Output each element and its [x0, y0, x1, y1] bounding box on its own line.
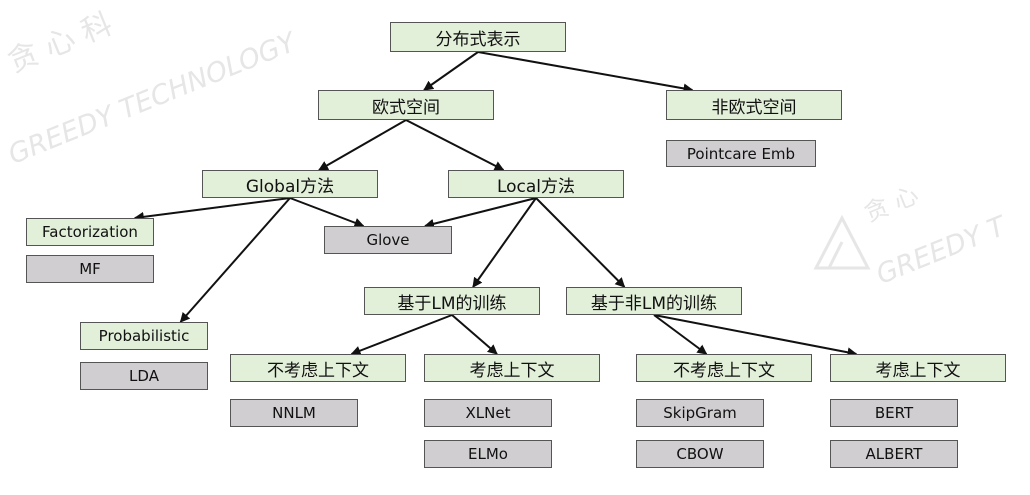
method-pointcare-emb: Pointcare Emb	[666, 140, 816, 167]
method-skipgram: SkipGram	[636, 399, 764, 427]
method-nnlm: NNLM	[230, 399, 358, 427]
method-albert: ALBERT	[830, 440, 958, 468]
node-non-lm-contextual: 考虑上下文	[830, 354, 1006, 382]
node-lm-context-free: 不考虑上下文	[230, 354, 406, 382]
method-mf: MF	[26, 255, 154, 283]
edge-euclidean-global	[318, 119, 407, 171]
edge-root-euclidean	[423, 51, 479, 91]
node-non-euclidean-space: 非欧式空间	[666, 90, 842, 120]
node-euclidean-space: 欧式空间	[318, 90, 494, 120]
edge-local-non_lm_based	[535, 197, 626, 288]
method-xlnet: XLNet	[424, 399, 552, 427]
edge-local-lm_based	[472, 197, 537, 288]
method-cbow: CBOW	[636, 440, 764, 468]
node-local-method: Local方法	[448, 170, 624, 198]
node-non-lm-based-training: 基于非LM的训练	[566, 287, 742, 315]
edge-root-non_euclidean	[477, 51, 694, 94]
method-bert: BERT	[830, 399, 958, 427]
edge-global-glove	[289, 197, 365, 228]
edge-local-glove	[424, 197, 537, 229]
method-lda: LDA	[80, 362, 208, 390]
edge-global-factorization	[133, 197, 291, 222]
edge-non_lm_based-nonlm_context	[653, 314, 858, 358]
method-glove: Glove	[324, 226, 452, 254]
edge-global-probabilistic	[179, 197, 291, 323]
node-global-method: Global方法	[202, 170, 378, 198]
watermark-logo	[812, 212, 872, 272]
node-probabilistic: Probabilistic	[80, 322, 208, 350]
node-lm-based-training: 基于LM的训练	[364, 287, 540, 315]
node-factorization: Factorization	[26, 218, 154, 246]
node-distributed-representation: 分布式表示	[390, 22, 566, 52]
method-elmo: ELMo	[424, 440, 552, 468]
edge-non_lm_based-nonlm_no_context	[653, 314, 708, 355]
edge-lm_based-lm_context	[451, 314, 498, 355]
edge-euclidean-local	[405, 119, 505, 171]
edge-lm_based-lm_no_context	[350, 314, 453, 356]
node-lm-contextual: 考虑上下文	[424, 354, 600, 382]
node-non-lm-context-free: 不考虑上下文	[636, 354, 812, 382]
